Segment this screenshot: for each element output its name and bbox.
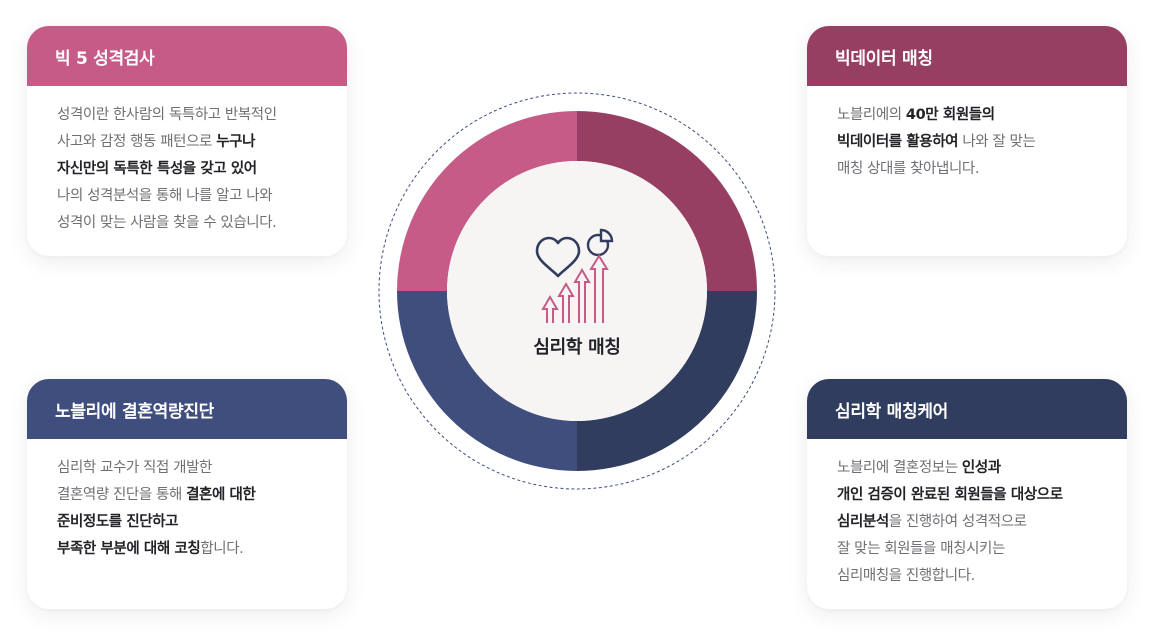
ring-segment-bottom-right <box>577 291 757 471</box>
text-run: 성격이란 한사람의 독특하고 반복적인 <box>57 107 277 123</box>
description-line: 사고와 감정 행동 패턴으로 누구나 <box>57 129 319 156</box>
text-run: 나의 성격분석을 통해 나를 알고 나와 <box>57 188 273 204</box>
emphasized-text: 심리분석 <box>837 514 889 530</box>
ring-segment-bottom-left <box>397 291 577 471</box>
description-line: 자신만의 독특한 특성을 갖고 있어 <box>57 156 319 183</box>
emphasized-text: 개인 검증이 완료된 회원들을 대상으로 <box>837 487 1063 503</box>
emphasized-text: 자신만의 독특한 특성을 갖고 있어 <box>57 161 257 177</box>
text-run: 노블리에의 <box>837 107 906 123</box>
description-line: 성격이란 한사람의 독특하고 반복적인 <box>57 102 319 129</box>
card-title: 심리학 매칭케어 <box>807 379 1127 439</box>
text-run: 잘 맞는 회원들을 매칭시키는 <box>837 541 1005 557</box>
ring-segment-top-right <box>577 111 757 291</box>
emphasized-text: 부족한 부분에 대해 코칭 <box>57 541 201 557</box>
card-title: 빅데이터 매칭 <box>807 26 1127 86</box>
text-run: 노블리에 결혼정보는 <box>837 460 962 476</box>
text-run: 매칭 상대를 찾아냅니다. <box>837 161 980 177</box>
text-run: 나와 잘 맞는 <box>958 134 1036 150</box>
center-disc <box>447 161 707 421</box>
dashed-outer-ring <box>378 92 776 490</box>
description-line: 결혼역량 진단을 통해 결혼에 대한 <box>57 482 319 509</box>
description-line: 잘 맞는 회원들을 매칭시키는 <box>837 536 1099 563</box>
emphasized-text: 인성과 <box>961 460 1001 476</box>
emphasized-text: 준비정도를 진단하고 <box>57 514 179 530</box>
ring-segment-top-left <box>397 111 577 291</box>
growth-arrows-icon <box>541 254 609 323</box>
pie-chart-icon <box>586 228 614 257</box>
description-line: 심리학 교수가 직접 개발한 <box>57 455 319 482</box>
text-run: 결혼역량 진단을 통해 <box>57 487 187 503</box>
description-line: 노블리에 결혼정보는 인성과 <box>837 455 1099 482</box>
description-line: 빅데이터를 활용하여 나와 잘 맞는 <box>837 129 1099 156</box>
text-run: 을 진행하여 성격적으로 <box>888 514 1027 530</box>
emphasized-text: 누구나 <box>216 134 256 150</box>
description-line: 성격이 맞는 사람을 찾을 수 있습니다. <box>57 210 319 237</box>
text-run: 심리학 교수가 직접 개발한 <box>57 460 212 476</box>
description-line: 준비정도를 진단하고 <box>57 509 319 536</box>
heart-icon <box>535 236 581 278</box>
text-run: 사고와 감정 행동 패턴으로 <box>57 134 217 150</box>
emphasized-text: 빅데이터를 활용하여 <box>837 134 959 150</box>
center-title: 심리학 매칭 <box>533 337 621 358</box>
emphasized-text: 결혼에 대한 <box>186 487 256 503</box>
description-line: 개인 검증이 완료된 회원들을 대상으로 <box>837 482 1099 509</box>
emphasized-text: 40만 회원들의 <box>905 107 995 123</box>
description-line: 부족한 부분에 대해 코칭합니다. <box>57 536 319 563</box>
text-run: 합니다. <box>200 541 244 557</box>
description-line: 매칭 상대를 찾아냅니다. <box>837 156 1099 183</box>
text-run: 심리매칭을 진행합니다. <box>837 568 975 584</box>
text-run: 성격이 맞는 사람을 찾을 수 있습니다. <box>57 215 277 231</box>
description-line: 노블리에의 40만 회원들의 <box>837 102 1099 129</box>
card-title: 노블리에 결혼역량진단 <box>27 379 347 439</box>
description-line: 심리매칭을 진행합니다. <box>837 563 1099 590</box>
description-line: 심리분석을 진행하여 성격적으로 <box>837 509 1099 536</box>
card-title: 빅 5 성격검사 <box>27 26 347 86</box>
center-ring-graphic <box>378 92 776 490</box>
description-line: 나의 성격분석을 통해 나를 알고 나와 <box>57 183 319 210</box>
